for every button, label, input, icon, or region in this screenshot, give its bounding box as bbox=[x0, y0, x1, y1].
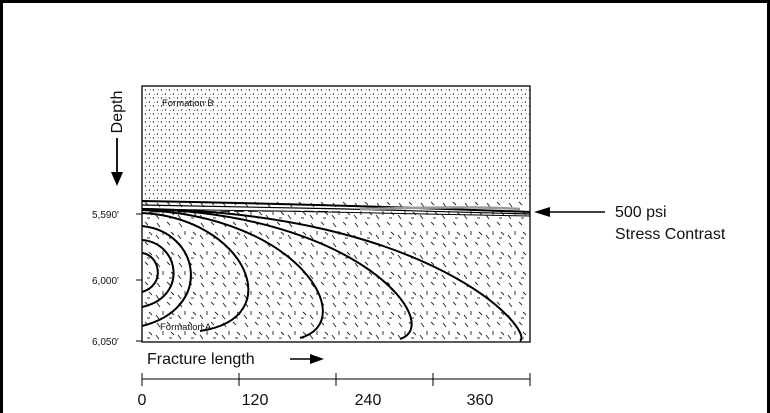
x-tick-0: 0 bbox=[138, 392, 147, 409]
annotation-line-2: Stress Contrast bbox=[615, 226, 726, 243]
depth-label: Depth bbox=[109, 91, 126, 134]
x-axis-arrow-icon bbox=[290, 354, 324, 364]
formation-b-label: Formation B bbox=[162, 98, 214, 109]
depth-tick-6050: 6,050' bbox=[92, 337, 119, 348]
formation-a-zone bbox=[142, 200, 530, 342]
fracture-contour-3 bbox=[141, 225, 192, 327]
fracture-contours bbox=[141, 208, 523, 342]
depth-arrow-icon bbox=[111, 138, 123, 186]
fracture-contour-1 bbox=[141, 252, 159, 293]
formation-b-zone bbox=[142, 86, 530, 200]
x-tick-120: 120 bbox=[242, 392, 269, 409]
formation-a-label: Formation A bbox=[160, 322, 212, 333]
fracture-contour-7 bbox=[141, 208, 523, 342]
fracture-contour-2 bbox=[141, 239, 175, 308]
fracture-contour-6 bbox=[141, 208, 413, 340]
fracture-contour-5 bbox=[141, 209, 324, 339]
x-tick-240: 240 bbox=[355, 392, 382, 409]
depth-tick-5590: 5,590' bbox=[92, 210, 119, 221]
fracture-contour-4 bbox=[141, 212, 250, 332]
x-axis-line bbox=[141, 373, 531, 386]
annotation-line-1: 500 psi bbox=[615, 204, 667, 221]
depth-tick-6000: 6,000' bbox=[92, 276, 119, 287]
x-axis-label: Fracture length bbox=[147, 351, 255, 368]
stress-contrast-interface bbox=[141, 200, 531, 217]
x-tick-360: 360 bbox=[467, 392, 494, 409]
annotation-arrow-icon bbox=[534, 207, 605, 217]
